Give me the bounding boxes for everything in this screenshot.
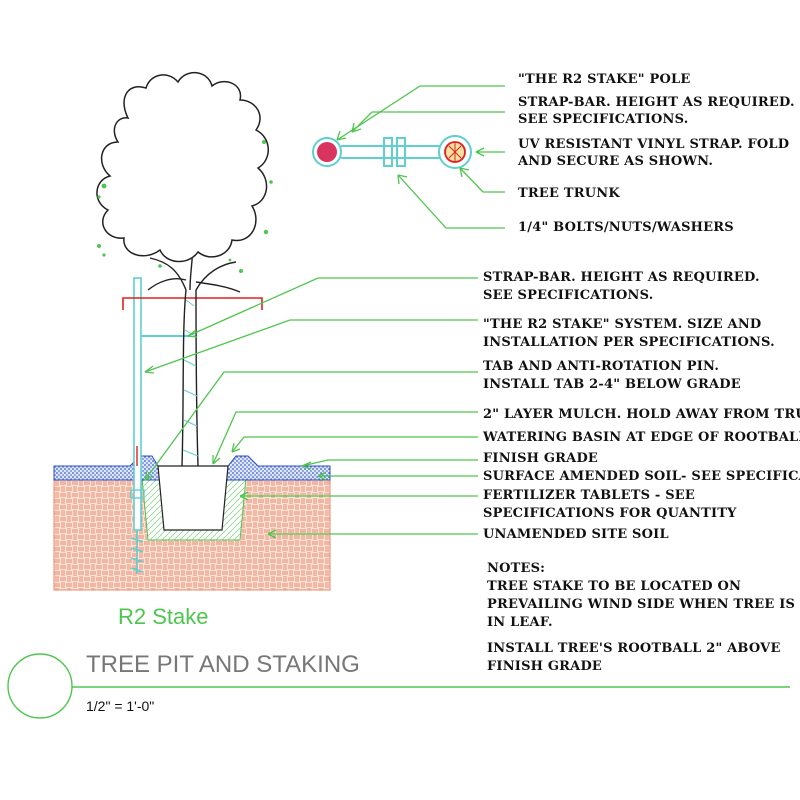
stake-auger (130, 530, 144, 574)
drawing-scale: 1/2" = 1'-0" (86, 698, 154, 714)
callout-strap-bar-plan: STRAP-BAR. HEIGHT AS REQUIRED.SEE SPECIF… (518, 95, 795, 127)
callout-r2-stake-pole: "THE R2 STAKE" POLE (518, 72, 690, 87)
strap-bar-plan (341, 145, 440, 159)
title-block: R2 Stake TREE PIT AND STAKING 1/2" = 1'-… (7, 604, 790, 719)
stake-pole (133, 277, 142, 531)
rootball (157, 465, 229, 531)
callout-amended-soil: SURFACE AMENDED SOIL- SEE SPECIFICATION (483, 469, 800, 484)
anti-rotation-tab (130, 489, 145, 499)
plan-callout-texts: "THE R2 STAKE" POLE STRAP-BAR. HEIGHT AS… (517, 72, 795, 235)
callout-mulch: 2" LAYER MULCH. HOLD AWAY FROM TRUNK (483, 407, 800, 422)
plan-detail (312, 135, 472, 169)
tree-canopy (96, 72, 269, 263)
detail-number-circle (7, 653, 73, 719)
bolt-plate-right (396, 137, 406, 167)
plan-leaders (336, 85, 505, 229)
callout-bolts: 1/4" BOLTS/NUTS/WASHERS (518, 220, 734, 235)
callout-strap-bar-section: STRAP-BAR. HEIGHT AS REQUIRED.SEE SPECIF… (483, 270, 760, 303)
strap-height-marker (122, 297, 263, 310)
bolt-plate-left (383, 137, 393, 167)
callout-watering-basin: WATERING BASIN AT EDGE OF ROOTBALL (482, 430, 800, 445)
drawing-title: TREE PIT AND STAKING (86, 651, 360, 678)
callout-tab-pin: TAB AND ANTI-ROTATION PIN.INSTALL TAB 2-… (483, 359, 741, 392)
notes-heading: NOTES: (487, 561, 545, 576)
r2-stake-section (130, 277, 190, 574)
canopy-dots (97, 140, 273, 273)
callout-tree-trunk: TREE TRUNK (518, 186, 620, 201)
callout-site-soil: UNAMENDED SITE SOIL (483, 527, 669, 542)
section-callout-texts: STRAP-BAR. HEIGHT AS REQUIRED.SEE SPECIF… (482, 270, 800, 542)
section-leaders (144, 277, 478, 539)
tree-trunk-section (147, 239, 241, 467)
product-caption: R2 Stake (118, 604, 209, 629)
stake-pole-core (317, 142, 337, 162)
callout-finish-grade: FINISH GRADE (483, 451, 598, 466)
